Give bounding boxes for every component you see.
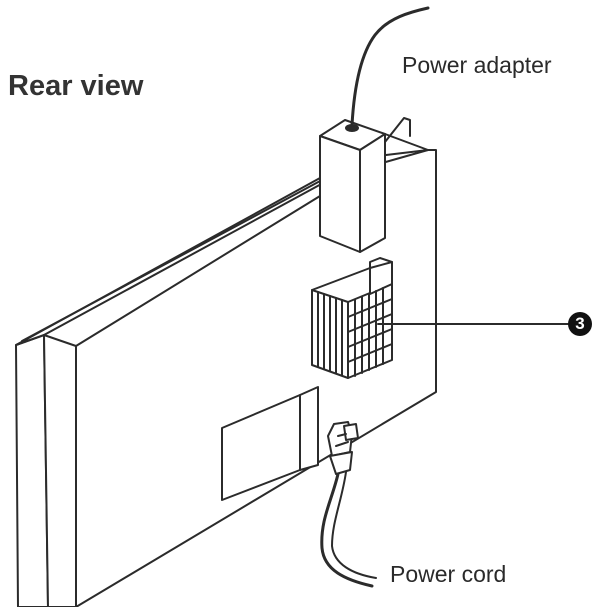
power-adapter-block: [319, 117, 411, 253]
monitor-housing: [15, 133, 437, 607]
power-cord-cable: [320, 472, 374, 588]
view-title: Rear view: [8, 70, 144, 102]
power-plug: [327, 421, 359, 475]
power-adapter-label: Power adapter: [402, 52, 552, 78]
vent-grille: [311, 257, 393, 379]
rear-recess: [221, 386, 319, 501]
callout-number-badge: 3: [568, 312, 592, 336]
adapter-cable: [350, 6, 430, 127]
power-cord-label: Power cord: [390, 561, 507, 587]
